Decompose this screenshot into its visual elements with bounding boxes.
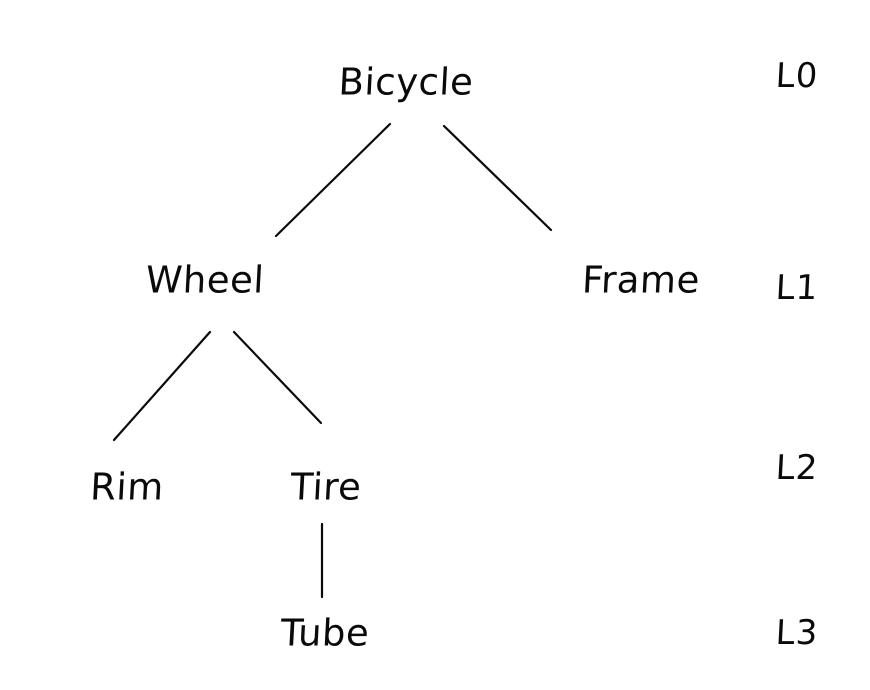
level-label-l2: L2 <box>774 448 820 488</box>
tree-node-frame[interactable]: Frame <box>580 258 702 302</box>
tree-node-tube[interactable]: Tube <box>279 611 371 655</box>
tree-edge <box>274 122 392 238</box>
tree-edge <box>232 330 323 425</box>
tree-node-rim[interactable]: Rim <box>89 465 165 509</box>
tree-edge <box>112 330 212 442</box>
level-label-l0: L0 <box>774 56 820 96</box>
tree-node-bicycle[interactable]: Bicycle <box>337 60 475 104</box>
tree-node-wheel[interactable]: Wheel <box>144 258 266 302</box>
tree-edge <box>442 124 553 232</box>
level-label-l3: L3 <box>774 613 820 653</box>
level-label-l1: L1 <box>774 268 820 308</box>
tree-node-tire[interactable]: Tire <box>289 465 363 509</box>
